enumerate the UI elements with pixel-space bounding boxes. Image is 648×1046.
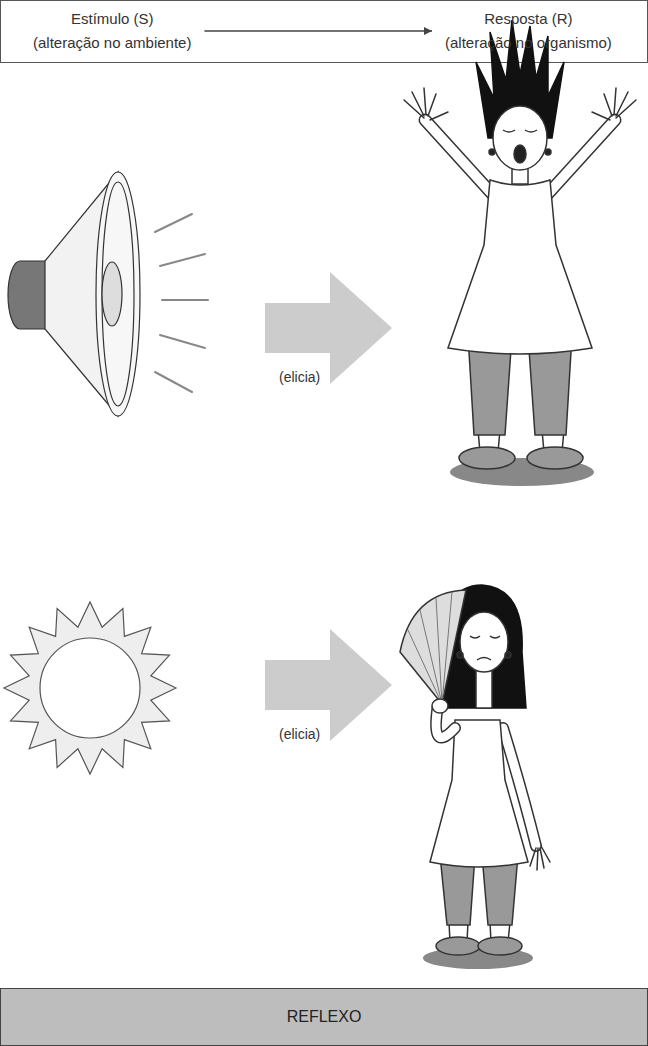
hot-woman-part [408, 592, 452, 704]
sound-lines-part [155, 372, 192, 392]
term-heading: Estímulo (S) [33, 7, 191, 31]
startled-woman-part [425, 120, 494, 196]
hot-woman-part-part [541, 846, 550, 862]
arrow-caption: (elicia) [279, 726, 320, 742]
term-box: Estímulo (S)(alteração no ambiente) [23, 3, 201, 59]
hot-woman-part [477, 658, 491, 661]
startled-woman-part [503, 130, 515, 132]
startled-woman-part [448, 180, 592, 354]
hot-woman-part [530, 846, 550, 870]
sound-lines-part [160, 335, 205, 348]
term-heading: Resposta (R) [445, 7, 612, 31]
hot-woman-part-part [408, 630, 442, 704]
hot-woman-part-part [442, 592, 452, 704]
concept-band: REFLEXO [0, 988, 648, 1046]
hot-woman-part [400, 590, 466, 704]
startled-woman-part-part [424, 88, 426, 115]
startled-woman-part-part [604, 94, 612, 116]
startled-woman-part-part [430, 112, 448, 120]
hot-woman-part [478, 937, 522, 955]
hot-woman-part [490, 636, 500, 638]
hot-woman-part-part [530, 848, 536, 866]
speaker-icon [8, 172, 140, 416]
startled-woman-part [425, 120, 494, 196]
hot-woman-part [457, 652, 463, 658]
term-description: (alteração no organismo) [445, 31, 612, 55]
hot-woman-part-part [436, 598, 442, 704]
sun-disc [40, 638, 140, 738]
hot-woman [400, 585, 550, 969]
speaker-icon-part [102, 182, 134, 406]
startled-woman-part [546, 120, 615, 196]
hot-woman-part [476, 668, 492, 708]
term-description: (alteração no ambiente) [33, 31, 191, 55]
term-box: Resposta (R)(alteração no organismo) [435, 3, 622, 59]
startled-woman-part [459, 447, 515, 469]
startled-woman [404, 20, 636, 486]
sound-lines [155, 214, 208, 392]
hot-woman-part-part [420, 610, 442, 704]
block-arrow [265, 272, 392, 384]
header-frame [1, 1, 648, 63]
hot-woman-part [505, 652, 511, 658]
block-arrow [265, 629, 392, 741]
startled-woman-part-part [412, 92, 424, 116]
startled-woman-part-part [614, 88, 616, 115]
hot-woman-part [436, 937, 480, 955]
speaker-icon-part [96, 172, 140, 416]
hot-woman-part [470, 636, 480, 638]
arrow-caption: (elicia) [279, 369, 320, 385]
startled-woman-part [525, 130, 537, 132]
startled-woman-part [527, 447, 583, 469]
startled-woman-part-part [616, 92, 628, 116]
startled-woman-part-part [592, 112, 610, 120]
hot-woman-part-part [537, 848, 538, 870]
sound-lines-part [162, 299, 208, 301]
stimulus-response-arrow [204, 30, 432, 32]
sound-lines-part [160, 254, 205, 266]
startled-woman-part [489, 149, 495, 155]
speaker-icon-part [102, 262, 122, 326]
term-heading: REFLEXO [287, 1007, 362, 1027]
startled-woman-part [546, 120, 615, 196]
startled-woman-part-part [428, 94, 436, 116]
startled-woman-part [493, 106, 547, 170]
startled-woman-part [514, 145, 526, 163]
sun-icon [4, 602, 176, 774]
hot-woman-part [432, 699, 448, 713]
hot-woman-part [460, 612, 508, 672]
sound-lines-part [155, 214, 192, 232]
startled-woman-part [545, 149, 551, 155]
